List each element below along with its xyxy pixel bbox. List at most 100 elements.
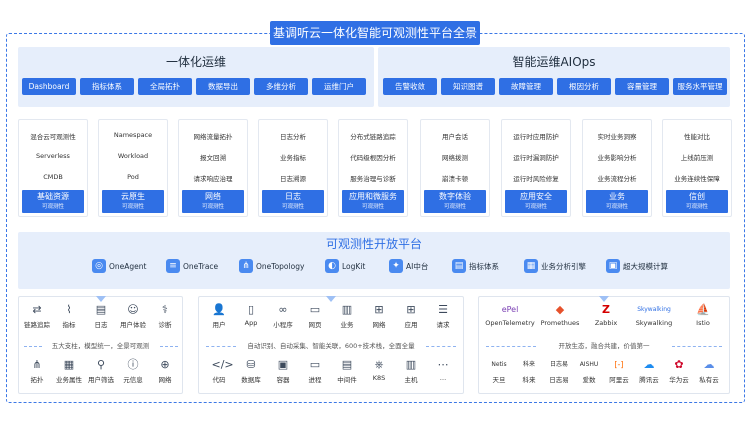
eco-private-cloud[interactable]: ☁私有云 [699, 358, 719, 384]
topology-icon: ⋔ [32, 358, 42, 371]
card-item: 业务流程分析 [597, 175, 637, 183]
tech-host[interactable]: ▥主机 [404, 358, 418, 384]
aiops-button-capacity[interactable]: 容量管理 [615, 78, 669, 95]
info-icon: ⓘ [127, 358, 139, 371]
card-item: 日志分析 [280, 133, 306, 141]
ops-button-portal[interactable]: 运维门户 [312, 78, 366, 95]
chip-business-engine[interactable]: ▦业务分析引擎 [524, 257, 586, 275]
card-footer: 日志可观测性 [262, 190, 324, 213]
tech-more[interactable]: ⋯… [437, 358, 449, 382]
card-cloud-native[interactable]: Namespace Workload Pod 云原生可观测性 [98, 119, 168, 217]
aiops-panel [378, 47, 730, 107]
card-digital-experience[interactable]: 用户会话 网络拨测 崩溃卡顿 数字体验可观测性 [420, 119, 490, 217]
pillar-ux[interactable]: ☺用户体验 [120, 303, 146, 329]
card-item: Serverless [36, 152, 70, 160]
pillar-log[interactable]: ▤日志 [94, 303, 108, 329]
miniprogram-icon: ∞ [278, 303, 288, 316]
pillar-user-filter[interactable]: ⚲用户筛选 [88, 358, 114, 384]
aiops-button-fault[interactable]: 故障管理 [499, 78, 553, 95]
tech-code[interactable]: </>代码 [211, 358, 234, 384]
request-icon: ☰ [438, 303, 448, 316]
pillar-metric[interactable]: ⌇指标 [62, 303, 76, 329]
tech-network[interactable]: ⊞网络 [372, 303, 386, 329]
card-item: 网络拨测 [442, 154, 468, 162]
aiops-button-sla[interactable]: 服务水平管理 [673, 78, 727, 95]
prometheus-logo-icon: ◆ [555, 303, 565, 316]
card-infrastructure[interactable]: 混合云可观测性 Serverless CMDB 基础资源可观测性 [18, 119, 88, 217]
tech-application[interactable]: ⊞应用 [404, 303, 418, 329]
tech-container[interactable]: ▣容器 [276, 358, 290, 384]
eco-tencent-cloud[interactable]: ☁腾讯云 [639, 358, 659, 384]
card-log[interactable]: 日志分析 业务指标 日志溯源 日志可观测性 [258, 119, 328, 217]
card-item: CMDB [43, 173, 63, 181]
tech-miniprogram[interactable]: ∞小程序 [273, 303, 293, 329]
card-item: 请求响应治理 [193, 175, 233, 183]
card-app-microservice[interactable]: 分布式链路追踪 代码级根因分析 服务治理与诊断 应用和微服务可观测性 [338, 119, 408, 217]
chip-metrics[interactable]: ▤指标体系 [452, 257, 499, 275]
card-xinchuang[interactable]: 性能对比 上线前压测 业务连续性保障 信创可观测性 [662, 119, 732, 217]
more-icon: ⋯ [437, 358, 449, 371]
chip-ai[interactable]: ✦AI中台 [389, 257, 428, 275]
aiops-button-rootcause[interactable]: 根因分析 [557, 78, 611, 95]
card-subtitle: 可观测性 [361, 204, 384, 210]
ops-button-metrics[interactable]: 指标体系 [80, 78, 134, 95]
user-icon: 👤 [212, 303, 226, 316]
card-item: Namespace [113, 131, 153, 139]
tech-request[interactable]: ☰请求 [436, 303, 450, 329]
ops-button-dashboard[interactable]: Dashboard [22, 78, 76, 95]
chip-label: OneAgent [109, 261, 147, 271]
tech-database[interactable]: ⛁数据库 [241, 358, 261, 384]
integrated-ops-title: 一体化运维 [165, 55, 226, 69]
pillar-network[interactable]: ⊕网络 [158, 358, 172, 384]
aiops-title: 智能运维AIOps [512, 55, 596, 69]
tech-process[interactable]: ▭进程 [308, 358, 322, 384]
ops-button-topology[interactable]: 全局拓扑 [138, 78, 192, 95]
eco-prometheus[interactable]: ◆Promethues [540, 303, 580, 327]
arrow-down-icon [96, 296, 106, 302]
eco-huawei-cloud[interactable]: ✿华为云 [669, 358, 689, 384]
tech-user[interactable]: 👤用户 [212, 303, 226, 329]
ops-button-export[interactable]: 数据导出 [196, 78, 250, 95]
private-cloud-logo-icon: ☁ [703, 358, 715, 371]
eco-kelai[interactable]: 科来科来 [514, 358, 544, 384]
chip-compute[interactable]: ▣超大规模计算 [606, 257, 668, 275]
database-icon: ⛁ [246, 358, 256, 371]
tech-app[interactable]: ▯App [244, 303, 258, 327]
pillar-topology[interactable]: ⋔拓扑 [30, 358, 44, 384]
pillar-diagnose[interactable]: ⚕诊断 [158, 303, 172, 329]
card-item: 上线前压测 [680, 154, 714, 162]
chip-oneagent[interactable]: ◎OneAgent [92, 257, 146, 275]
tech-web[interactable]: ▭网页 [308, 303, 322, 329]
chip-logkit[interactable]: ◐LogKit [325, 257, 365, 275]
eco-istio[interactable]: ⛵Istio [696, 303, 710, 327]
ecosystem-caption: 开放生态，融合共建，价值第一 [558, 342, 650, 350]
aiops-button-alert[interactable]: 告警收敛 [383, 78, 437, 95]
chip-label: LogKit [342, 261, 366, 271]
card-app-security[interactable]: 运行时应用防护 运行时漏洞防护 运行时风险修复 应用安全可观测性 [501, 119, 571, 217]
pillar-business[interactable]: ▦业务属性 [56, 358, 82, 384]
eco-rizhiyi[interactable]: 日志易日志易 [544, 358, 574, 384]
ops-button-analysis[interactable]: 多维分析 [254, 78, 308, 95]
divider [24, 346, 42, 347]
card-business[interactable]: 实时业务洞察 业务影响分析 业务流程分析 业务可观测性 [582, 119, 652, 217]
chip-onetrace[interactable]: ≡OneTrace [166, 257, 218, 275]
pillar-trace[interactable]: ⇄链路追踪 [24, 303, 50, 329]
card-subtitle: 可观测性 [605, 204, 628, 210]
tech-k8s[interactable]: ⎈K8S [372, 358, 386, 382]
tencent-cloud-logo-icon: ☁ [643, 358, 655, 371]
card-footer: 基础资源可观测性 [22, 190, 84, 213]
tech-middleware[interactable]: ▤中间件 [337, 358, 357, 384]
eco-aliyun[interactable]: [-]阿里云 [604, 358, 634, 384]
card-item: 业务连续性保障 [674, 175, 720, 183]
chip-onetopology[interactable]: ⋔OneTopology [239, 257, 304, 275]
card-network[interactable]: 网络流量拓扑 报文回溯 请求响应治理 网络可观测性 [178, 119, 248, 217]
netis-logo-icon: Netis [491, 361, 507, 368]
aiops-button-knowledge[interactable]: 知识图谱 [441, 78, 495, 95]
tech-business[interactable]: ▥业务 [340, 303, 354, 329]
